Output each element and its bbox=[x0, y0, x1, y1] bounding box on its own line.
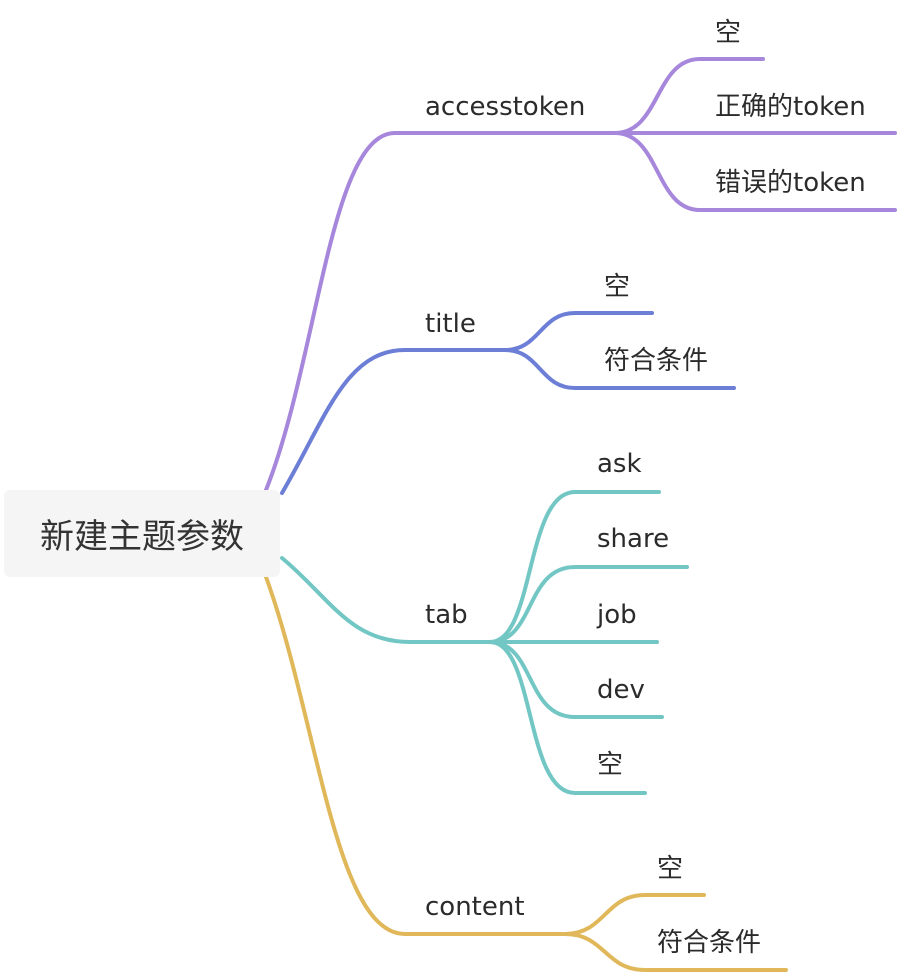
edge-accesstoken-child-3 bbox=[613, 131, 897, 212]
tab-child-2[interactable]: share bbox=[597, 524, 670, 554]
accesstoken-child-2[interactable]: 正确的token bbox=[715, 92, 866, 122]
title-child-1[interactable]: 空 bbox=[604, 272, 631, 302]
tab-child-4[interactable]: dev bbox=[597, 675, 645, 705]
branch-content[interactable]: content bbox=[425, 892, 525, 922]
title-child-2[interactable]: 符合条件 bbox=[604, 346, 709, 376]
edge-tab-child-5 bbox=[488, 640, 647, 795]
tab-child-3[interactable]: job bbox=[597, 600, 637, 630]
branch-title[interactable]: title bbox=[425, 309, 476, 339]
branch-tab[interactable]: tab bbox=[425, 600, 468, 630]
branch-accesstoken[interactable]: accesstoken bbox=[425, 92, 586, 122]
accesstoken-child-3[interactable]: 错误的token bbox=[715, 168, 866, 198]
accesstoken-child-1[interactable]: 空 bbox=[715, 18, 742, 48]
edge-tab-child-4 bbox=[488, 640, 664, 719]
edge-root-content bbox=[264, 575, 567, 936]
tab-child-1[interactable]: ask bbox=[597, 449, 642, 479]
edge-root-title bbox=[280, 348, 507, 495]
content-child-2[interactable]: 符合条件 bbox=[657, 928, 762, 958]
root-node[interactable]: 新建主题参数 bbox=[4, 490, 280, 577]
edge-root-accesstoken bbox=[264, 131, 617, 492]
edge-accesstoken-child-1 bbox=[613, 57, 765, 135]
edge-title-child-1 bbox=[503, 311, 654, 352]
content-child-1[interactable]: 空 bbox=[657, 854, 684, 884]
edge-tab-child-2 bbox=[488, 565, 689, 644]
edge-tab-child-1 bbox=[488, 490, 661, 644]
edge-root-tab bbox=[280, 556, 492, 644]
root-node-label: 新建主题参数 bbox=[40, 517, 244, 557]
edge-content-child-2 bbox=[563, 932, 788, 972]
tab-child-5[interactable]: 空 bbox=[597, 750, 624, 780]
edge-title-child-2 bbox=[503, 348, 736, 390]
edge-content-child-1 bbox=[563, 893, 706, 936]
